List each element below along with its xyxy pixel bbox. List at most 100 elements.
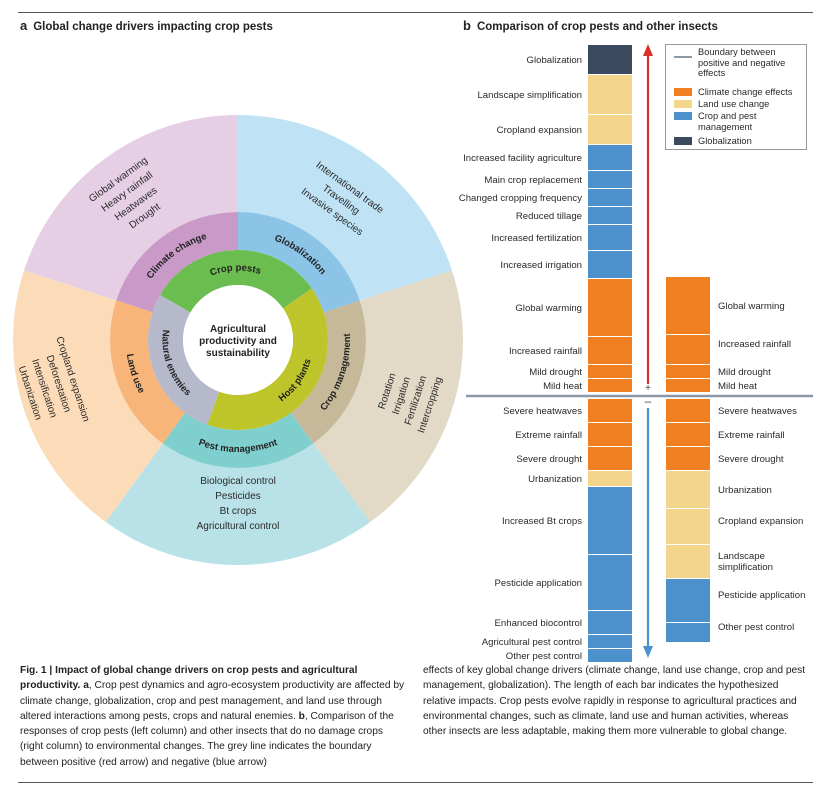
right-bar xyxy=(666,447,710,471)
right-bar xyxy=(666,471,710,509)
left-bar-label: Mild drought xyxy=(529,366,582,378)
right-bar-label: Urbanization xyxy=(718,484,772,496)
right-bar-label: Severe heatwaves xyxy=(718,405,797,417)
legend-management-swatch xyxy=(674,112,692,120)
legend-climate-swatch xyxy=(674,88,692,96)
left-bar xyxy=(588,337,632,365)
legend-management-label: Crop and pest management xyxy=(698,111,757,132)
panel-a-title: a Global change drivers impacting crop pe… xyxy=(20,18,273,33)
right-bar-label: Severe drought xyxy=(718,453,784,465)
positive-arrow-head xyxy=(643,44,653,56)
top-rule xyxy=(18,12,813,13)
caption-lead: Fig. 1 | Impact of global change drivers… xyxy=(20,665,358,692)
caption-left: Fig. 1 | Impact of global change drivers… xyxy=(20,663,408,770)
left-bar xyxy=(588,189,632,207)
left-bar xyxy=(588,171,632,189)
outer-ring-land-use xyxy=(13,270,163,523)
inner-ring-natural-enemies xyxy=(148,295,220,425)
caption-b-text: , Comparison of the responses of crop pe… xyxy=(20,710,394,768)
left-bar-label: Increased rainfall xyxy=(508,345,582,357)
left-bar xyxy=(588,635,632,649)
left-bar-label: Pesticide application xyxy=(494,577,582,589)
left-bar xyxy=(588,447,632,471)
right-bar xyxy=(666,379,710,393)
left-bar-label: Mild heat xyxy=(543,380,582,392)
plus-sign: + xyxy=(645,383,651,394)
center-label-line: productivity and xyxy=(199,336,277,347)
left-bar-label: Reduced tillage xyxy=(515,210,582,222)
legend-landuse-swatch xyxy=(674,100,692,108)
middle-ring-globalization xyxy=(238,212,360,313)
right-bar-label: Landscape simplification xyxy=(718,551,773,573)
outer-item: Bt crops xyxy=(220,506,257,517)
right-bar-label: Pesticide application xyxy=(718,590,806,601)
outer-item: Biological control xyxy=(200,476,276,487)
panel-b-title-text: Comparison of crop pests and other insec… xyxy=(476,21,718,33)
right-bar xyxy=(666,579,710,623)
middle-ring-crop-management xyxy=(290,300,366,444)
left-bar xyxy=(588,423,632,447)
outer-ring-pest-management xyxy=(105,443,371,565)
left-bar-label: Landscape simplification xyxy=(477,89,582,101)
left-bar-label: Increased Bt crops xyxy=(502,515,582,527)
right-bar xyxy=(666,399,710,423)
inner-ring-crop-pests xyxy=(160,249,312,313)
left-bar-label: Changed cropping frequency xyxy=(458,192,582,204)
left-bar-label: Global warming xyxy=(515,302,582,314)
left-bar-label: Severe drought xyxy=(516,453,582,465)
right-bar-label: Mild heat xyxy=(718,380,757,392)
center-circle xyxy=(183,285,293,395)
caption-a-label: a xyxy=(83,680,89,692)
minus-sign: – xyxy=(645,394,652,408)
left-bar xyxy=(588,45,632,75)
middle-ring-land-use xyxy=(110,300,186,444)
left-bar xyxy=(588,365,632,379)
left-bar-label: Urbanization xyxy=(528,473,582,485)
left-bar xyxy=(588,611,632,635)
right-bar-label: Extreme rainfall xyxy=(718,429,785,441)
left-bar xyxy=(588,279,632,337)
left-bar xyxy=(588,115,632,145)
left-bar-label: Cropland expansion xyxy=(496,124,582,136)
right-bar-label: Mild drought xyxy=(718,366,771,378)
center-label-line: Agricultural xyxy=(210,324,266,335)
right-bar-label: Global warming xyxy=(718,300,785,312)
outer-item: Agricultural control xyxy=(197,521,280,532)
caption-a-text: , Crop pest dynamics and agro-ecosystem … xyxy=(20,680,405,722)
left-bar xyxy=(588,207,632,225)
left-bar-label: Enhanced biocontrol xyxy=(494,617,582,629)
caption-right: effects of key global change drivers (cl… xyxy=(423,663,813,739)
left-bar-label: Increased fertilization xyxy=(491,232,582,244)
left-bar xyxy=(588,399,632,423)
left-bar xyxy=(588,145,632,171)
panel-a-title-text: Global change drivers impacting crop pes… xyxy=(33,21,273,33)
left-bar-label: Increased facility agriculture xyxy=(463,152,582,164)
right-bar-label: Increased rainfall xyxy=(718,339,792,350)
left-bar-label: Increased irrigation xyxy=(500,259,582,271)
left-bar xyxy=(588,251,632,279)
panel-a-letter: a xyxy=(20,18,28,33)
outer-ring-climate-change xyxy=(24,115,238,301)
left-bar xyxy=(588,471,632,487)
left-bar-label: Other pest control xyxy=(505,650,582,662)
outer-item: Pesticides xyxy=(215,491,261,502)
left-bar-label: Agricultural pest control xyxy=(481,636,582,648)
caption-b-label: b xyxy=(298,710,305,722)
outer-ring-globalization xyxy=(238,115,452,301)
left-bar xyxy=(588,649,632,663)
legend-boundary-swatch xyxy=(674,56,692,58)
left-bar xyxy=(588,379,632,393)
left-bar xyxy=(588,555,632,611)
legend: Boundary between positive and negative e… xyxy=(665,44,807,150)
bottom-rule xyxy=(18,782,813,783)
right-bar xyxy=(666,423,710,447)
legend-globalization-swatch xyxy=(674,137,692,145)
right-bar xyxy=(666,545,710,579)
left-bar-label: Extreme rainfall xyxy=(515,429,582,441)
right-bar xyxy=(666,277,710,335)
legend-boundary-label: Boundary between positive and negative e… xyxy=(698,47,786,78)
left-bar xyxy=(588,225,632,251)
